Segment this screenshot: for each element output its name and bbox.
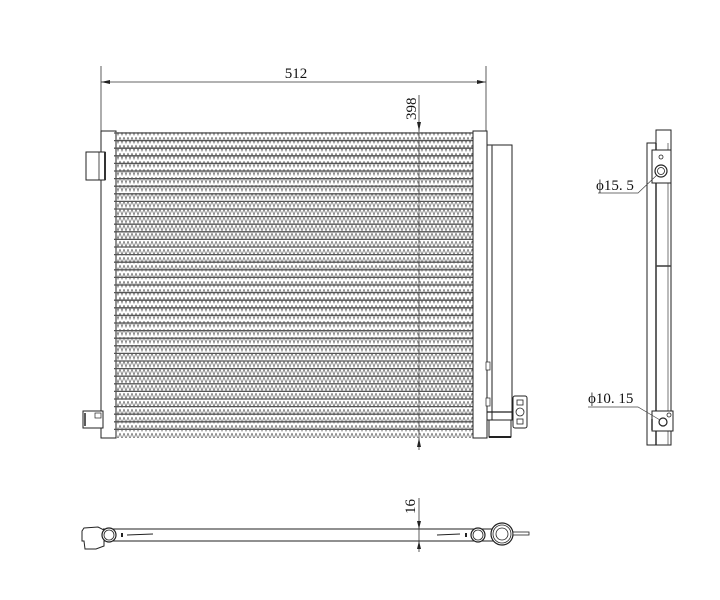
side-view: ϕ15. 5 ϕ10. 15 — [588, 129, 674, 446]
inlet-diameter-label: ϕ15. 5 — [596, 178, 634, 194]
right-header-tank — [472, 130, 488, 439]
thickness-dimension: 16 — [403, 498, 421, 552]
height-dimension-label: 398 — [404, 98, 420, 121]
inlet-diameter-callout: ϕ15. 5 — [596, 174, 658, 194]
top-view: 16 — [81, 498, 530, 552]
receiver-dryer — [485, 144, 528, 438]
outlet-diameter-callout: ϕ10. 15 — [588, 391, 661, 421]
thickness-dimension-label: 16 — [403, 499, 419, 515]
left-top-bracket — [85, 151, 106, 181]
outlet-diameter-label: ϕ10. 15 — [588, 391, 633, 407]
width-dimension-label: 512 — [285, 66, 308, 82]
width-dimension: 512 — [100, 66, 487, 133]
front-view: 512 398 — [82, 66, 528, 450]
condenser-core — [114, 132, 476, 438]
left-bottom-bracket — [82, 410, 104, 429]
